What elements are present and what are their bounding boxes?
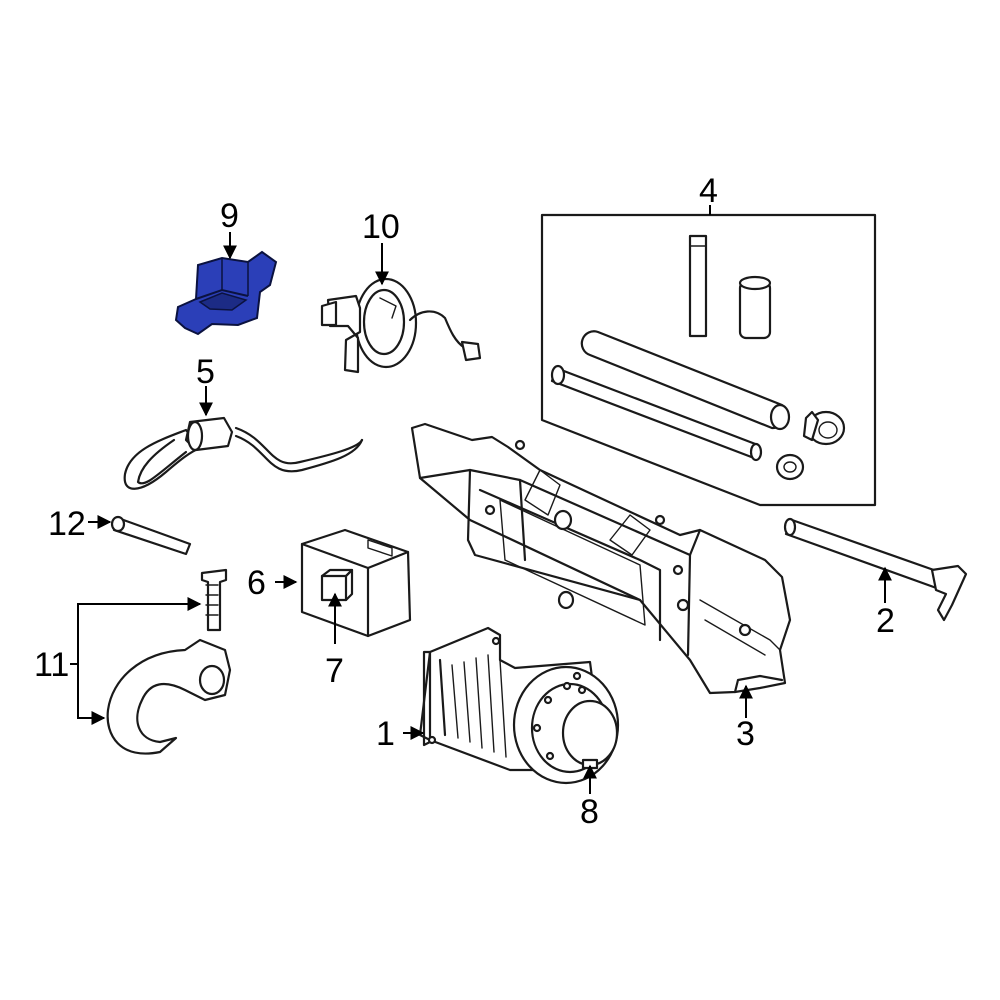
kit-bracket-group	[540, 205, 877, 507]
winch-assembly	[418, 626, 620, 785]
main-frame-bracket	[410, 422, 792, 695]
control-box	[300, 528, 412, 638]
cotter-pin	[110, 515, 192, 556]
callout-labels: 1 2 3 4 5 6 7 8 9 10 11 12	[34, 172, 895, 831]
callout-10: 10	[362, 208, 400, 246]
callout-9: 9	[220, 197, 239, 235]
leader-lines	[70, 205, 892, 794]
callout-4: 4	[699, 172, 718, 210]
callout-12: 12	[48, 505, 86, 543]
hitch-pin	[783, 517, 968, 622]
callout-6: 6	[247, 564, 266, 602]
callout-7: 7	[325, 652, 344, 690]
callout-1: 1	[376, 715, 395, 753]
callout-2: 2	[876, 602, 895, 640]
callout-5: 5	[196, 353, 215, 391]
switch-assembly	[320, 277, 482, 374]
callout-3: 3	[736, 715, 755, 753]
callout-8: 8	[580, 793, 599, 831]
tow-hook-group	[106, 568, 232, 755]
highlighted-receiver	[174, 250, 278, 336]
cable-sensor	[123, 416, 364, 490]
callout-11: 11	[34, 646, 69, 684]
